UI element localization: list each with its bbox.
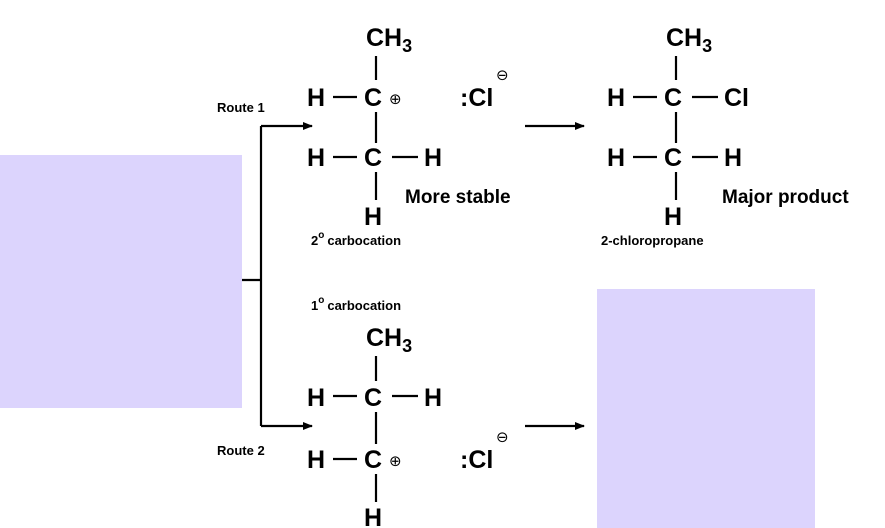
hydrogen-atom: H	[607, 144, 625, 172]
negative-charge-icon: ⊖	[496, 66, 509, 84]
right-placeholder-box	[597, 289, 815, 528]
chloride-ion-bottom: :Cl ⊖	[460, 428, 509, 474]
branch-connector	[242, 122, 313, 430]
product-structure: CH3 H C Cl H C H H	[607, 24, 749, 231]
more-stable-label: More stable	[405, 187, 511, 208]
hydrogen-atom: H	[307, 144, 325, 172]
primary-carbocation-structure: CH3 H C H H C ⊕ H	[307, 324, 442, 528]
hydrogen-atom: H	[364, 504, 382, 528]
carbocation-carbon: C	[364, 446, 382, 474]
hydrogen-atom: H	[664, 203, 682, 231]
left-placeholder-box	[0, 155, 242, 408]
hydrogen-atom: H	[424, 384, 442, 412]
product-name-label: 2-chloropropane	[601, 233, 704, 248]
negative-charge-icon: ⊖	[496, 428, 509, 446]
positive-charge-icon: ⊕	[389, 90, 402, 108]
chloride-ion: :Cl	[460, 446, 493, 474]
methyl-group: CH3	[666, 24, 712, 56]
hydrogen-atom: H	[307, 446, 325, 474]
methyl-group: CH3	[366, 324, 412, 356]
carbon-atom: C	[364, 144, 382, 172]
hydrogen-atom: H	[724, 144, 742, 172]
route1-label: Route 1	[217, 100, 265, 115]
major-product-label: Major product	[722, 187, 849, 208]
positive-charge-icon: ⊕	[389, 452, 402, 470]
hydrogen-atom: H	[307, 84, 325, 112]
chloride-ion: :Cl	[460, 84, 493, 112]
hydrogen-atom: H	[364, 203, 382, 231]
route2-label: Route 2	[217, 443, 265, 458]
carbon-atom: C	[664, 84, 682, 112]
chloride-ion-top: :Cl ⊖	[460, 66, 509, 112]
hydrogen-atom: H	[607, 84, 625, 112]
carbon-atom: C	[364, 384, 382, 412]
carbon-atom: C	[664, 144, 682, 172]
carbocation-carbon: C	[364, 84, 382, 112]
chlorine-atom: Cl	[724, 84, 749, 112]
secondary-carbocation-structure: CH3 H C ⊕ H C H H	[307, 24, 442, 231]
methyl-group: CH3	[366, 24, 412, 56]
hydrogen-atom: H	[424, 144, 442, 172]
hydrogen-atom: H	[307, 384, 325, 412]
